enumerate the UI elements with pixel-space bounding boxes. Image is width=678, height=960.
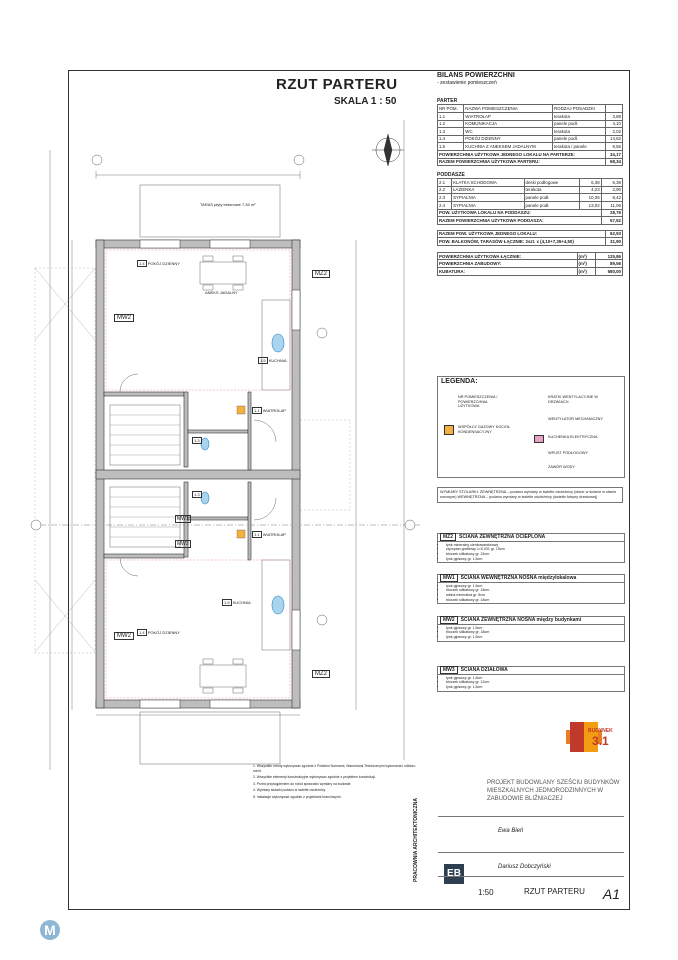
wall-tag-mz2-top: MZ2 [312,270,330,278]
room-label-1-5-top: 1.5 KUCHNIA [258,357,287,364]
pod-all-row: RAZEM POWIERZCHNIA UŻYTKOWA PODDASZA:57,… [437,216,624,225]
wall-tag-mw3: MW3 [175,540,191,548]
legend-item: NR POMIESZCZENIA / POWIERZCHNIA UŻYTKOWA [458,395,498,409]
room-label-1-5-bottom: 1.5 KUCHNIA [222,599,251,606]
parter-all-row: RAZEM POWIERZCHNIA UŻYTKOWA PARTERU:68,3… [436,157,623,167]
aneks-label-top: ANEKS JADALNY [205,290,238,295]
summary-row: POWIERZCHNIA UŻYTKOWA ŁĄCZNIE:(m²)125,86 [437,251,623,261]
watermark-logo: M [8,900,68,956]
summary-row: POWIERZCHNIA ZABUDOWY:(m²)89,56 [437,259,623,269]
bilans-heading: BILANS POWIERZCHNI [437,72,515,79]
balkon-row: POW. BALKONÓW, TARASÓW ŁĄCZNIE: 2szt. x … [437,237,624,246]
header-name: NAZWA POMIESZCZENIA [463,104,554,113]
room-label-1-3-top: 1.3 [192,437,202,444]
designer-name: Ewa Bień [498,828,524,834]
note-item: 1. Wszystkie roboty wykonywać zgodnie z … [253,764,416,773]
general-notes: 1. Wszystkie roboty wykonywać zgodnie z … [253,764,423,802]
room-label-1-3-bottom: 1.3 [192,491,202,498]
legend-box: LEGENDA: NR POMIESZCZENIA / POWIERZCHNIA… [437,376,625,478]
building-key-plan [566,722,602,752]
room-label-1-4-bottom: 1.4 POKÓJ DZIENNY [137,629,180,636]
titleblock-sheet-name: RZUT PARTERU [524,887,585,896]
wall-tag-mz2-bottom: MZ2 [312,670,330,678]
taras-label: TARAS płyty betonowe 7,35 m² [200,202,256,207]
pod-total-row: POW. UŻYTKOWA LOKALU NA PODDASZU:28,76 [437,208,624,218]
note-item: 4. Wymiary stolarki podano w świetle ośc… [253,788,326,793]
parter-total-row: POWIERZCHNIA UŻYTKOWA JEDNEGO LOKALU NA … [436,149,623,159]
firm-logo: EB [444,864,464,884]
legend-item: KUCHENKA ELEKTRYCZNA [548,435,598,439]
page-title: RZUT PARTERU [276,76,398,93]
legend-item: WSPÓŁCZ GAZOWY KOCIOŁ KONDENSACYJNY [458,425,511,434]
room-label-1-4-top: 1.4 POKÓJ DZIENNY [137,260,180,267]
drafter-name: Dariusz Dobczyński [498,864,551,870]
lokal-table: RAZEM POW. UŻYTKOWA JEDNEGO LOKALU:62,93… [437,229,624,246]
wall-tag-mw2-bottom: MW2 [114,632,134,640]
room-label-1-1-top: 1.1 WIATROŁAP [252,407,286,414]
summary-row: KUBATURA:(m³)580,00 [437,267,623,276]
legend-item: ZAWÓR WODY [548,465,575,469]
project-title: PROJEKT BUDOWLANY SZEŚCIU BUDYNKÓW MIESZ… [487,780,620,802]
poddasze-section-label: PODDASZE [437,172,465,179]
floor-plan [30,120,420,770]
header-floor: RODZAJ POSADZKI [552,104,607,113]
bilans-subheading: - zestawienie pomieszczeń [437,80,497,87]
watermark-m-icon: M [40,920,60,940]
title-block: EB PROJEKT BUDOWLANY SZEŚCIU BUDYNKÓW MI… [438,776,624,906]
room-label-1-1-bottom: 1.1 WIATROŁAP [252,531,286,538]
stolarka-note: WYMIARY STOLARKI: ZEWNĘTRZNA – podano wy… [437,487,623,503]
legend-item: WENTYLATOR MECHANICZNY [548,417,603,421]
lokal-row: RAZEM POW. UŻYTKOWA JEDNEGO LOKALU:62,93 [437,229,624,239]
parter-section-label: PARTER [437,98,458,105]
legend-item: KRATKI WENTYLACYJNE W DRZWIACH [548,395,598,404]
note-item: 3. Przed przystąpieniem do robót sprawdz… [253,781,352,786]
sheet-number: A1 [602,886,620,902]
area-balance-table: BILANS POWIERZCHNI - zestawienie pomiesz… [436,72,624,276]
header-nr: NR POM. [436,104,465,113]
compass-icon [372,133,404,167]
summary-table: POWIERZCHNIA UŻYTKOWA ŁĄCZNIE:(m²)125,86… [437,251,623,276]
titleblock-scale: 1:50 [478,888,494,897]
note-item: 2. Wszystkie elementy konstrukcyjne wyko… [253,775,376,780]
drawing-scale: SKALA 1 : 50 [334,96,397,107]
legend-item: WPUST PODŁOGOWY [548,451,589,455]
note-item: 5. Instalacje wykonywać zgodnie z projek… [253,794,342,799]
building-number: BUDYNEK 3.1 [588,728,613,748]
table-header-row: NR POM. NAZWA POMIESZCZENIA RODZAJ POSAD… [436,104,623,113]
parter-table: NR POM. NAZWA POMIESZCZENIA RODZAJ POSAD… [436,104,623,167]
legend-swatch-stove [534,435,544,443]
wall-tag-mw2-top: MW2 [114,314,134,322]
legend-heading: LEGENDA: [441,378,478,385]
firm-name: PRACOWNIA ARCHITEKTONICZNA [413,798,419,882]
wall-tag-mw1: MW1 [175,515,191,523]
legend-swatch-boiler [444,425,454,435]
